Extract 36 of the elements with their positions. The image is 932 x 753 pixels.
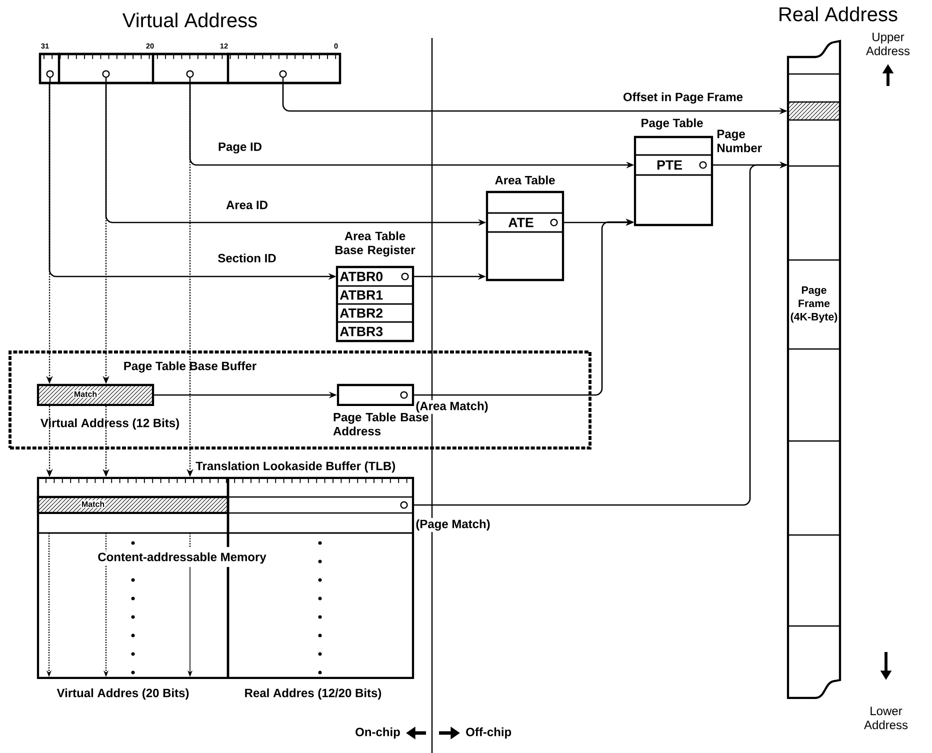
column-label: Real Addres (12/20 Bits)	[245, 688, 382, 700]
region-label: Off-chip	[466, 727, 512, 739]
register-row: ATBR3	[336, 321, 414, 342]
direction-label: Lower Address	[864, 706, 908, 730]
bit-field	[38, 52, 60, 84]
register-row: ATBR2	[336, 303, 414, 323]
edge-label: Area ID	[224, 199, 270, 211]
edge-label: Offset in Page Frame	[622, 91, 744, 105]
edge-label: (Page Match)	[414, 518, 492, 532]
edge-label: Section ID	[216, 252, 278, 264]
direction-label: Upper Address	[866, 32, 910, 56]
bit-field	[152, 52, 230, 84]
match-field: Match Virtual Address (12 Bits)	[36, 384, 181, 431]
register-row: ATBR0	[336, 266, 414, 287]
page-slot	[787, 101, 841, 121]
node-label: Virtual Address (12 Bits)	[40, 418, 179, 430]
address-field	[227, 496, 414, 514]
match-field: Match	[36, 496, 230, 514]
edge-label: Page Number	[715, 128, 769, 154]
node-label: Virtual Address	[122, 12, 257, 28]
node-label: Translation Lookaside Buffer (TLB)	[196, 461, 396, 473]
node-label: Real Address	[780, 6, 898, 22]
region-label: On-chip	[356, 727, 400, 739]
page-frame: Page Frame (4K-Byte)	[787, 259, 841, 350]
table-entry: PTE	[634, 154, 713, 176]
register-row: ATBR1	[336, 285, 414, 305]
node-label: Page Table	[642, 118, 703, 130]
table-entry: ATE	[486, 212, 564, 233]
bit-field	[226, 52, 342, 84]
bit-field	[58, 52, 154, 84]
column-label: Virtual Addres (20 Bits)	[56, 688, 189, 700]
edge-label: Page ID	[216, 141, 264, 155]
edge-label: (Area Match)	[414, 400, 490, 414]
node-label: Page Table Base Address	[333, 412, 428, 436]
node-label: Area Table	[495, 176, 555, 184]
node-label: Area Table Base Register	[335, 231, 416, 257]
